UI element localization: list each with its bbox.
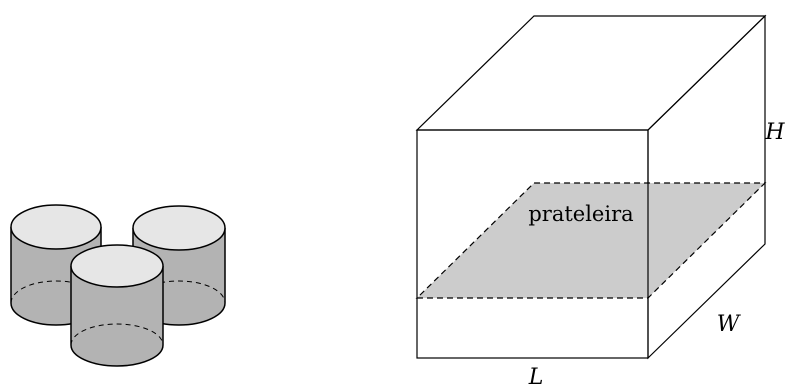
cylinder-front-bottom-back <box>70 323 164 346</box>
box <box>415 14 767 360</box>
cylinder-group <box>10 204 226 367</box>
shelf <box>415 182 767 299</box>
cylinder-left-bottom-back <box>10 280 102 304</box>
box-top-face <box>415 15 767 131</box>
cylinder-right-top <box>132 205 226 251</box>
cylinder-front <box>70 244 164 367</box>
length-label: L <box>528 365 544 390</box>
shelf-label: prateleira <box>528 202 633 226</box>
cylinder-left-top <box>10 204 102 250</box>
cylinder-front-top <box>70 244 164 288</box>
width-label: W <box>717 312 742 337</box>
height-label: H <box>764 120 785 145</box>
box-front-face <box>416 129 649 359</box>
cylinder-left <box>10 204 102 326</box>
cylinder-front-body <box>71 266 163 366</box>
cylinder-front-bottom-front <box>70 344 164 367</box>
